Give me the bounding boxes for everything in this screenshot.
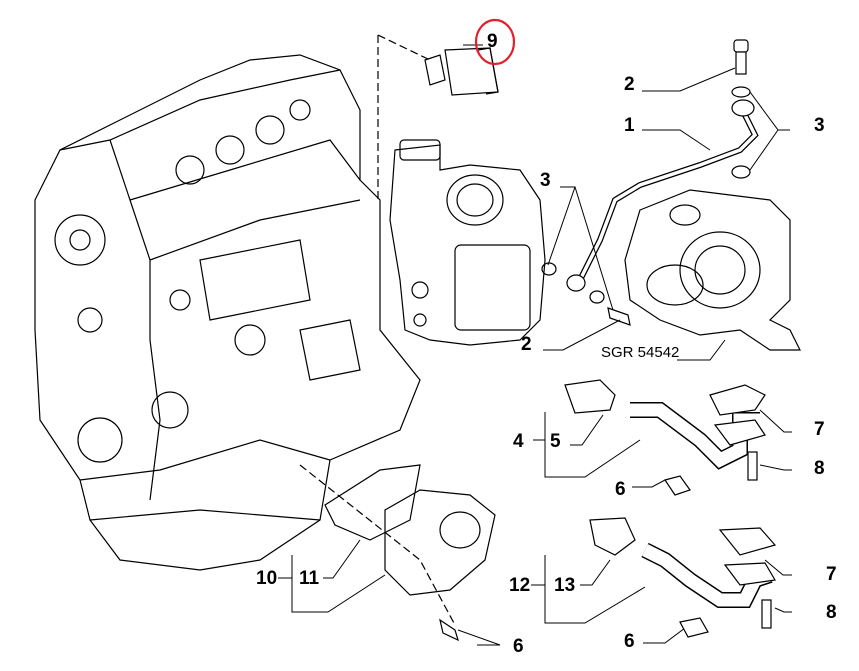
callout-6: 6 [615, 479, 626, 500]
engine-block [34, 54, 421, 571]
callout-1: 1 [624, 115, 635, 136]
egr-housing [624, 189, 801, 351]
callout-6: 6 [513, 636, 524, 657]
callout-12: 12 [509, 575, 531, 596]
callout-8: 8 [826, 602, 837, 623]
callout-2: 2 [521, 334, 532, 355]
pump-module [389, 139, 546, 346]
callout-13: 13 [554, 575, 576, 596]
sensor-part [424, 47, 499, 96]
callout-5: 5 [550, 431, 561, 452]
callout-9: 9 [487, 31, 498, 52]
bolt-top [731, 39, 751, 179]
oil-pipe [566, 99, 759, 292]
callout-11: 11 [299, 568, 320, 589]
callout-2: 2 [624, 74, 635, 95]
callout-10: 10 [256, 568, 278, 589]
egr-pipe-upper [564, 379, 766, 496]
callout-7: 7 [814, 419, 825, 440]
egr-valve-flange [299, 464, 496, 642]
callout-3: 3 [814, 115, 825, 136]
callout-8: 8 [814, 458, 825, 479]
egr-pipe-lower [589, 517, 777, 638]
highlight-circle [474, 18, 516, 66]
callout-7: 7 [826, 564, 837, 585]
leader-lines [278, 44, 792, 646]
callout-3: 3 [540, 170, 551, 191]
reference-code: SGR 54542 [601, 344, 680, 361]
callout-6: 6 [624, 631, 635, 652]
callout-4: 4 [513, 431, 524, 452]
